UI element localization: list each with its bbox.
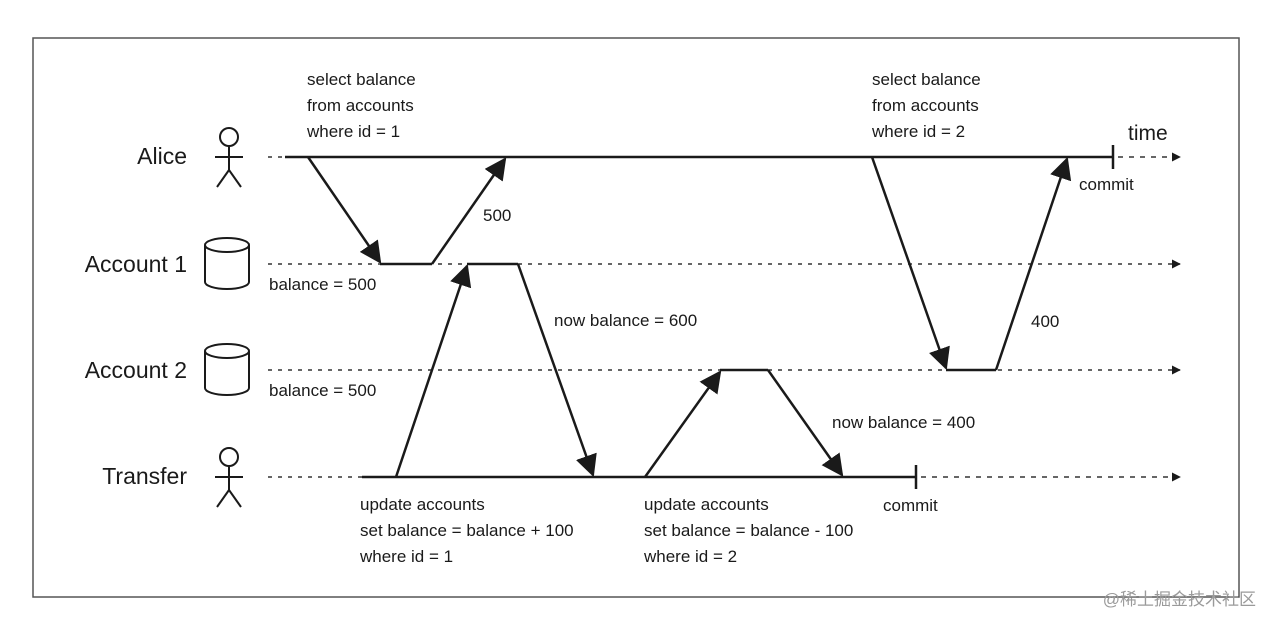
update1-request-arrow <box>394 263 472 478</box>
transfer-update1-query: update accounts set balance = balance + … <box>359 495 578 566</box>
watermark: @稀土掘金技术社区 <box>1103 590 1256 609</box>
account1-database-icon <box>204 237 250 290</box>
alice-read-account1 <box>306 156 507 266</box>
transfer-person-icon <box>215 447 243 508</box>
alice-query2: select balance from accounts where id = … <box>871 70 985 141</box>
account1-balance-label: balance = 500 <box>269 275 376 294</box>
update2-request-arrow <box>643 370 722 478</box>
time-axis-label: time <box>1128 122 1168 145</box>
transfer-update2-query: update accounts set balance = balance - … <box>643 495 858 566</box>
lane-label-account2: Account 2 <box>85 357 187 383</box>
read2-request-arrow <box>870 156 950 371</box>
lane-label-alice: Alice <box>137 143 187 169</box>
lane-label-transfer: Transfer <box>102 463 187 489</box>
alice-read-account2 <box>870 156 1072 372</box>
read1-response-arrow <box>430 157 507 265</box>
account2-database-icon <box>204 343 250 396</box>
diagram-frame <box>32 37 1240 598</box>
account2-new-balance-label: now balance = 400 <box>832 413 975 432</box>
transfer-update-account1 <box>394 262 597 478</box>
update2-response-arrow <box>766 369 844 477</box>
alice-person-icon <box>215 127 243 188</box>
read-400-label: 400 <box>1031 312 1059 331</box>
lane-label-account1: Account 1 <box>85 251 187 277</box>
alice-commit-label: commit <box>1079 175 1134 194</box>
read1-request-arrow <box>306 156 382 264</box>
account1-new-balance-label: now balance = 600 <box>554 311 697 330</box>
read2-response-arrow <box>994 156 1072 371</box>
update1-response-arrow <box>516 263 597 478</box>
transfer-update-account2 <box>643 368 844 478</box>
alice-query1: select balance from accounts where id = … <box>306 70 420 141</box>
transfer-commit-label: commit <box>883 496 938 515</box>
read-500-label: 500 <box>483 206 511 225</box>
account2-balance-label: balance = 500 <box>269 381 376 400</box>
